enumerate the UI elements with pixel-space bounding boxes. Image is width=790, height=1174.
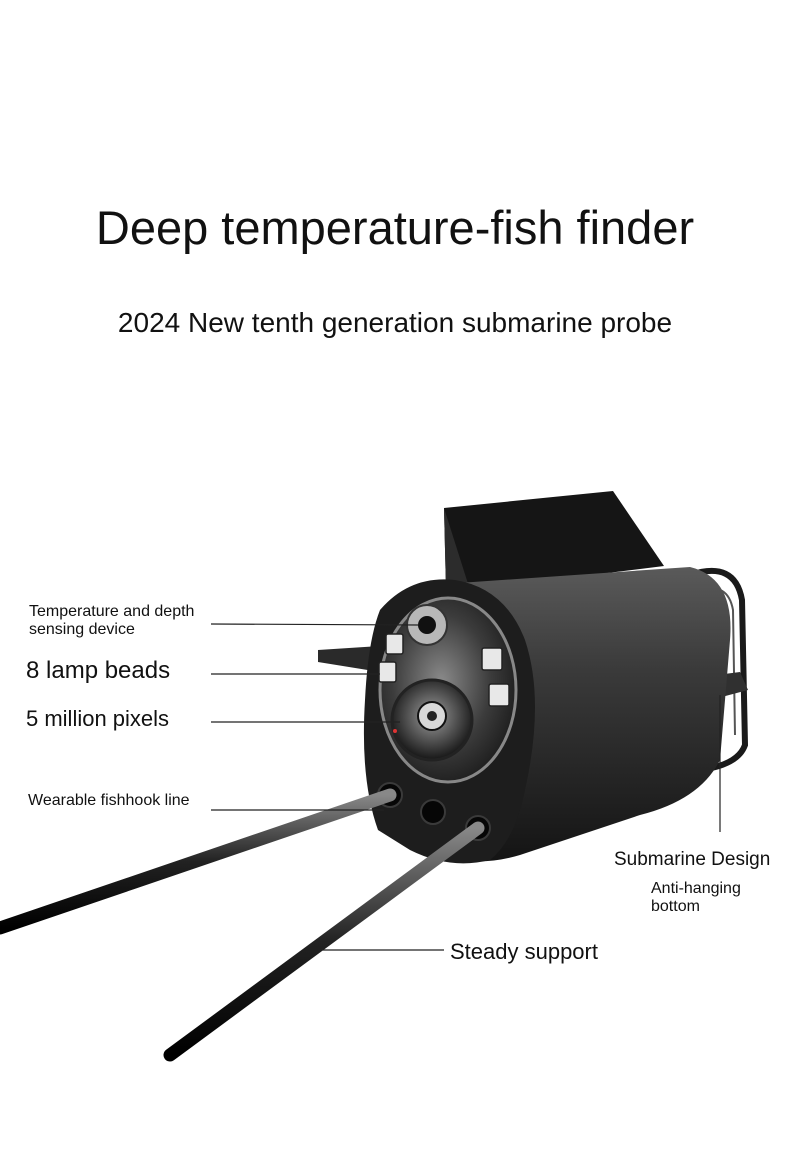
callout-temperature-sensor: Temperature and depth sensing device bbox=[29, 603, 195, 639]
callout-steady-support: Steady support bbox=[450, 939, 598, 964]
top-fin bbox=[444, 491, 664, 590]
page-subtitle: 2024 New tenth generation submarine prob… bbox=[117, 307, 673, 338]
callout-fishhook-line: Wearable fishhook line bbox=[28, 792, 190, 809]
callout-anti-hanging: Anti-hanging bottom bbox=[651, 880, 741, 916]
lamp-beads bbox=[378, 633, 510, 707]
support-rod-left bbox=[0, 788, 397, 935]
wire-handle bbox=[689, 568, 749, 773]
callout-lines bbox=[210, 623, 721, 951]
support-rod-right bbox=[163, 821, 485, 1062]
callout-submarine-design: Submarine Design bbox=[614, 849, 771, 870]
callout-pixels: 5 million pixels bbox=[26, 706, 170, 731]
callout-lamp-beads: 8 lamp beads bbox=[26, 657, 171, 684]
page-title: Deep temperature-fish finder bbox=[95, 201, 695, 254]
left-fin bbox=[318, 646, 380, 672]
